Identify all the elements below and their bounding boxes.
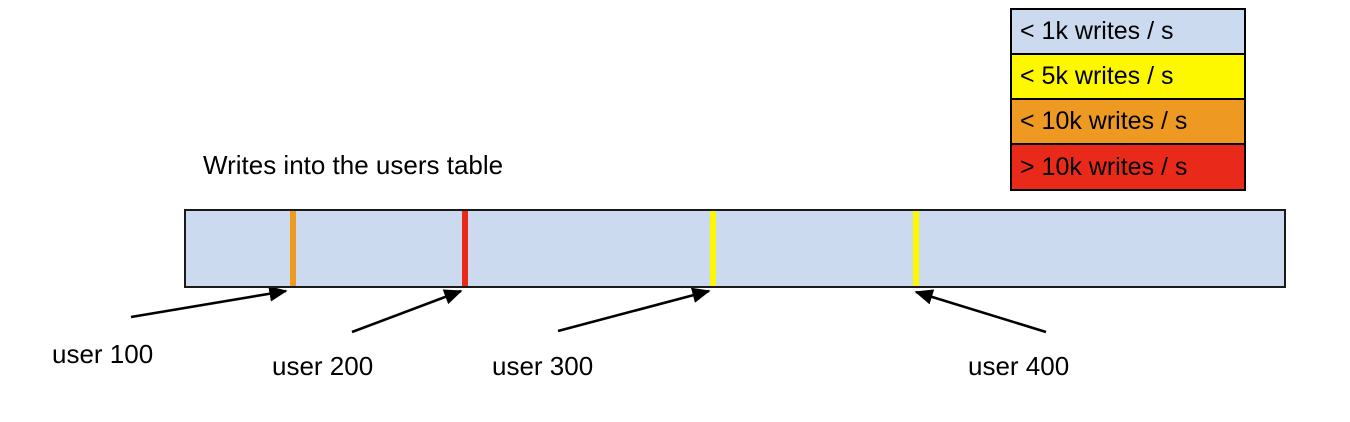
stripe-user-200 — [462, 211, 468, 286]
legend-row-4: > 10k writes / s — [1012, 145, 1244, 189]
annotation-arrow-user-200 — [351, 289, 463, 334]
annotation-label-user-200: user 200 — [272, 351, 374, 381]
stripe-user-400 — [913, 211, 919, 286]
legend-label-3: < 10k writes / s — [1020, 107, 1188, 135]
users-table-bar — [184, 209, 1286, 288]
stripe-user-300 — [710, 211, 716, 286]
legend-row-1: < 1k writes / s — [1012, 10, 1244, 55]
annotation-arrow-user-100 — [130, 286, 288, 319]
legend-label-2: < 5k writes / s — [1020, 62, 1174, 90]
annotation-arrow-user-300 — [557, 287, 711, 333]
annotation-label-user-300: user 300 — [492, 351, 594, 381]
legend-label-4: > 10k writes / s — [1020, 152, 1188, 181]
legend-row-3: < 10k writes / s — [1012, 100, 1244, 145]
legend-row-2: < 5k writes / s — [1012, 55, 1244, 100]
annotation-arrow-user-400 — [914, 289, 1047, 334]
diagram-title: Writes into the users table — [203, 150, 504, 180]
annotation-label-user-100: user 100 — [52, 339, 154, 369]
stripe-user-100 — [290, 211, 296, 286]
annotation-label-user-400: user 400 — [968, 351, 1070, 381]
legend-label-1: < 1k writes / s — [1020, 17, 1174, 45]
legend: < 1k writes / s < 5k writes / s < 10k wr… — [1010, 8, 1246, 191]
